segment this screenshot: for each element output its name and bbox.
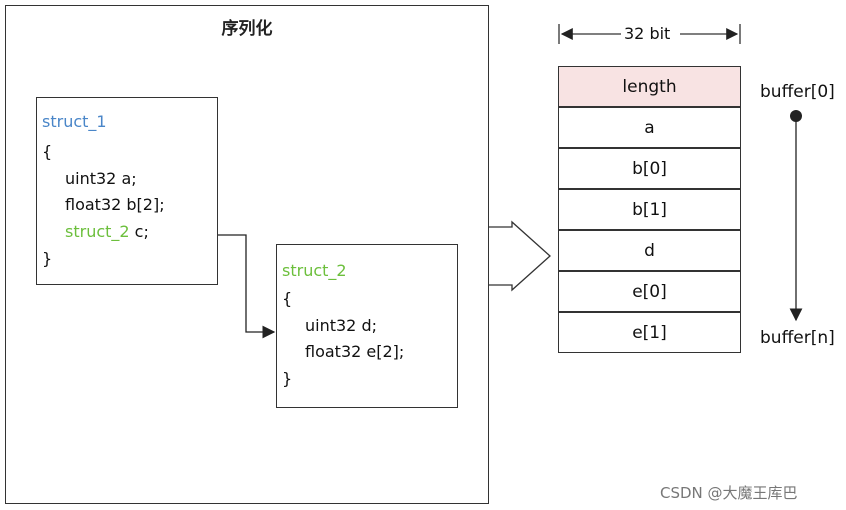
struct-1-field-a: uint32 a; <box>65 169 137 188</box>
buffer-cell-e0: e[0] <box>558 271 741 312</box>
struct-2-box: struct_2 { uint32 d; float32 e[2]; } <box>276 244 458 408</box>
buffer-cell-length: length <box>558 66 741 107</box>
buffer-cell-a: a <box>558 107 741 148</box>
struct-2-close-brace: } <box>282 369 293 388</box>
struct-1-field-c: struct_2 c; <box>65 222 149 241</box>
buffer-start-label: buffer[0] <box>760 82 835 102</box>
serialization-title: 序列化 <box>221 19 273 39</box>
struct-1-nested-field: c; <box>129 222 149 241</box>
buffer-start-dot <box>790 110 802 122</box>
struct-1-field-b: float32 b[2]; <box>65 195 165 214</box>
struct-2-field-d: uint32 d; <box>305 316 377 335</box>
struct-1-close-brace: } <box>42 249 53 268</box>
buffer-end-label: buffer[n] <box>760 328 835 348</box>
buffer-cell-b1: b[1] <box>558 189 741 230</box>
struct-1-nested-type: struct_2 <box>65 222 130 241</box>
csdn-watermark: CSDN @大魔王库巴 <box>660 484 798 502</box>
struct-2-open-brace: { <box>282 289 293 308</box>
struct-1-open-brace: { <box>42 142 53 161</box>
bit-width-label: 32 bit <box>622 24 673 43</box>
struct-1-name: struct_1 <box>42 112 107 131</box>
buffer-cell-b0: b[0] <box>558 148 741 189</box>
buffer-cell-d: d <box>558 230 741 271</box>
serialize-arrow <box>489 220 551 292</box>
struct-1-box: struct_1 { uint32 a; float32 b[2]; struc… <box>36 97 218 285</box>
buffer-cell-e1: e[1] <box>558 312 741 353</box>
serialization-container <box>5 5 489 504</box>
struct-2-field-e: float32 e[2]; <box>305 342 405 361</box>
struct-2-name: struct_2 <box>282 261 347 280</box>
